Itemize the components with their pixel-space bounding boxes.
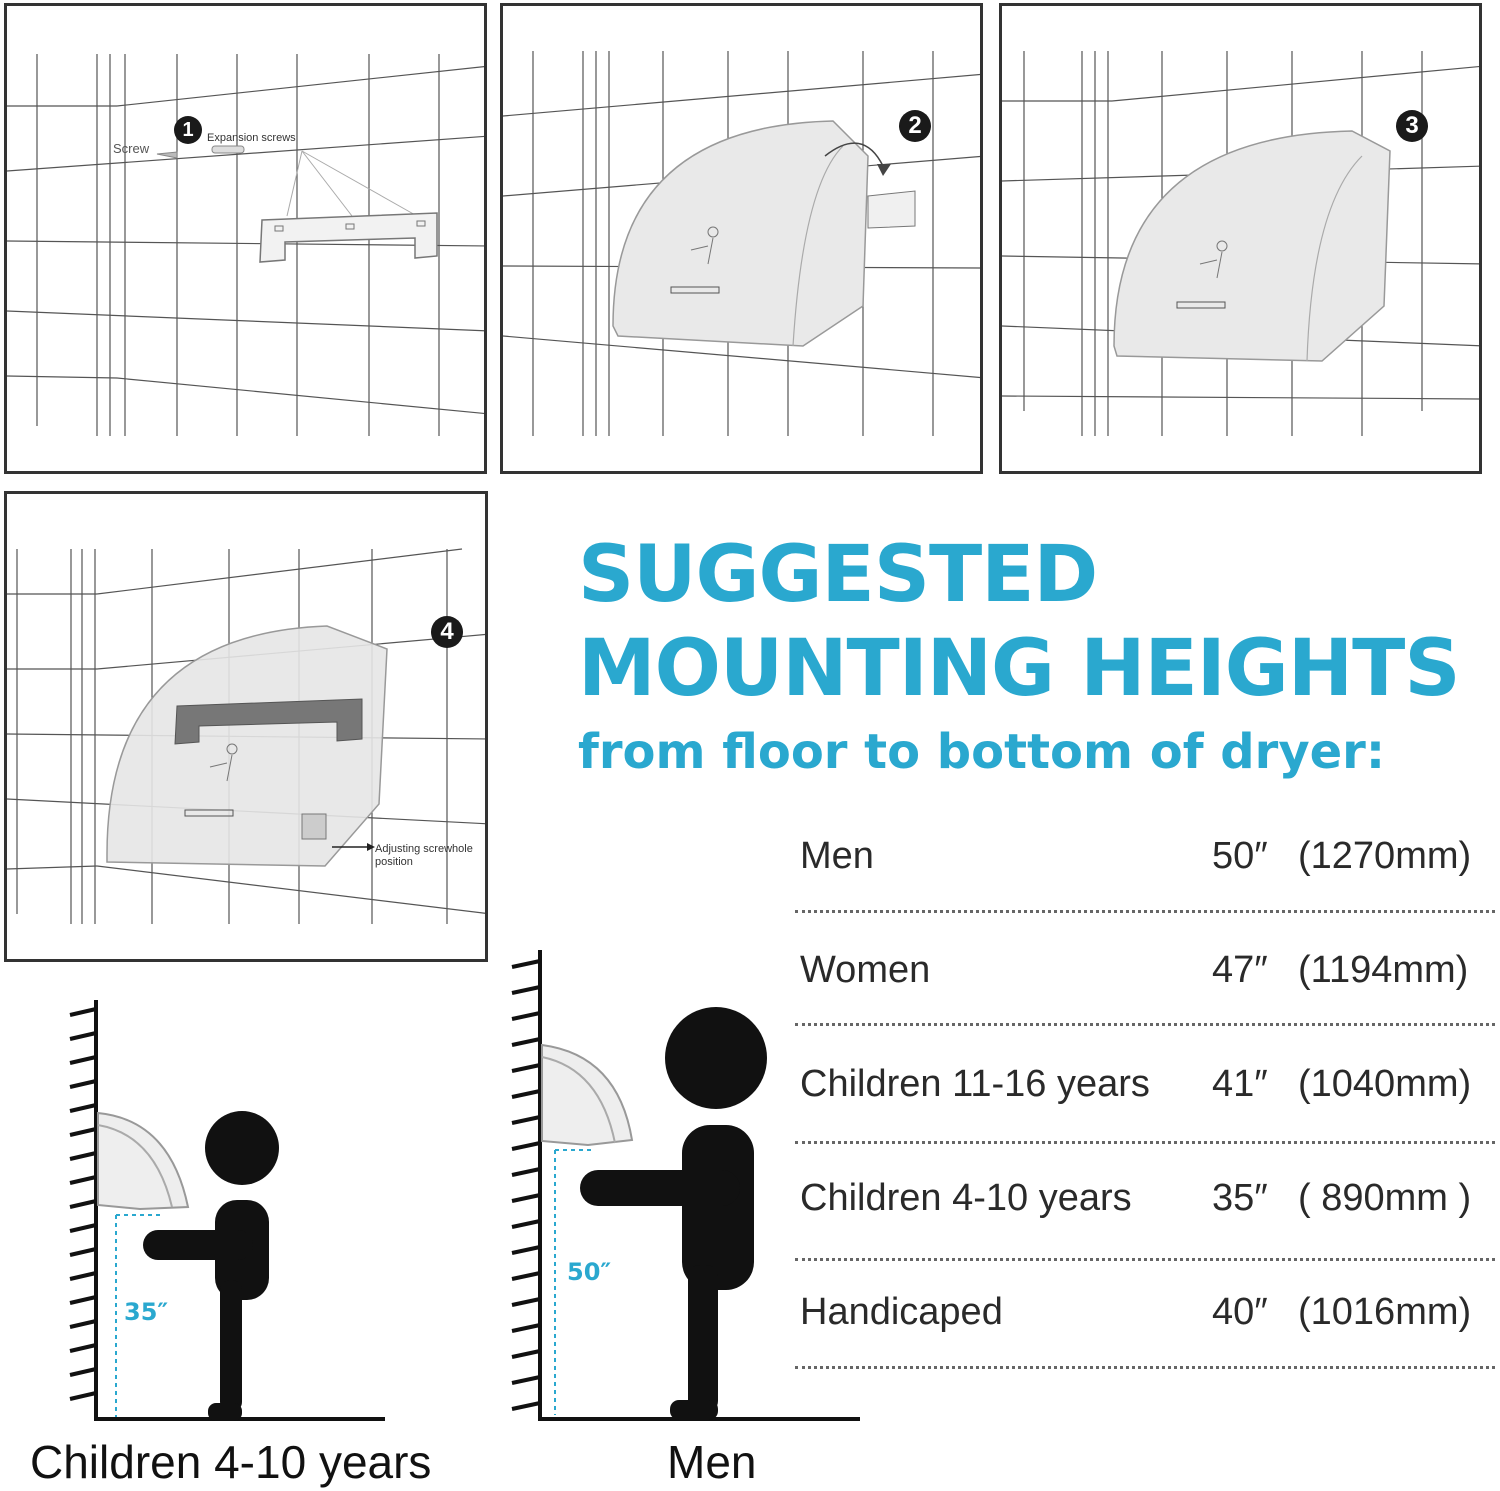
man-caption: Men — [667, 1436, 757, 1488]
row-label: Men — [800, 835, 874, 877]
height-row-women: Women 47″ (1194mm) — [800, 949, 1490, 1009]
row-divider — [795, 1023, 1495, 1026]
row-label: Women — [800, 949, 931, 991]
step-1-wall-grid — [7, 54, 484, 436]
step-2-illustration — [503, 51, 980, 436]
row-label: Children 11-16 years — [800, 1063, 1150, 1105]
heading-line-1: SUGGESTED — [578, 530, 1098, 620]
row-label: Children 4-10 years — [800, 1177, 1132, 1219]
row-inches: 40″ — [1212, 1291, 1268, 1333]
row-label: Handicaped — [800, 1291, 1003, 1333]
child-height-label: 35″ — [124, 1298, 169, 1326]
screw-label: Screw — [113, 141, 150, 156]
step-4-badge: 4 — [431, 616, 463, 648]
step-2-panel: 2 — [500, 3, 983, 474]
row-mm: (1016mm) — [1298, 1291, 1472, 1333]
row-inches: 50″ — [1212, 835, 1268, 877]
adjusting-screwhole-label: Adjusting screwhole position — [375, 843, 473, 868]
row-mm: (1194mm) — [1298, 949, 1469, 991]
height-row-handicaped: Handicaped 40″ (1016mm) — [800, 1291, 1490, 1351]
man-height-label: 50″ — [567, 1258, 612, 1286]
child-caption: Children 4-10 years — [30, 1436, 432, 1488]
man-figure-illustration — [511, 950, 860, 1421]
row-mm: ( 890mm ) — [1298, 1177, 1472, 1219]
step-3-badge: 3 — [1396, 110, 1428, 142]
row-divider — [795, 910, 1495, 913]
row-inches: 47″ — [1212, 949, 1268, 991]
step-3-illustration — [1002, 51, 1479, 436]
expansion-screws-label: Expansion screws — [207, 132, 296, 144]
height-row-children-4-10: Children 4-10 years 35″ ( 890mm ) — [800, 1177, 1490, 1237]
step-1-badge: 1 — [174, 116, 202, 144]
heading-line-2: MOUNTING HEIGHTS — [578, 624, 1460, 714]
row-divider — [795, 1141, 1495, 1144]
heading-subtitle: from floor to bottom of dryer: — [578, 724, 1386, 780]
height-row-children-11-16: Children 11-16 years 41″ (1040mm) — [800, 1063, 1490, 1123]
step-3-panel: 3 — [999, 3, 1482, 474]
row-mm: (1040mm) — [1298, 1063, 1472, 1105]
step-2-badge: 2 — [899, 110, 931, 142]
row-divider — [795, 1258, 1495, 1261]
row-mm: (1270mm) — [1298, 835, 1472, 877]
row-inches: 35″ — [1212, 1177, 1268, 1219]
step-4-illustration — [7, 548, 485, 924]
row-divider — [795, 1366, 1495, 1369]
height-row-men: Men 50″ (1270mm) — [800, 835, 1490, 895]
step-1-panel: 1 Screw Expansion screws — [4, 3, 487, 474]
step-4-panel: 4 Adjusting screwhole position — [4, 491, 488, 962]
row-inches: 41″ — [1212, 1063, 1268, 1105]
child-figure-illustration — [69, 1000, 385, 1421]
